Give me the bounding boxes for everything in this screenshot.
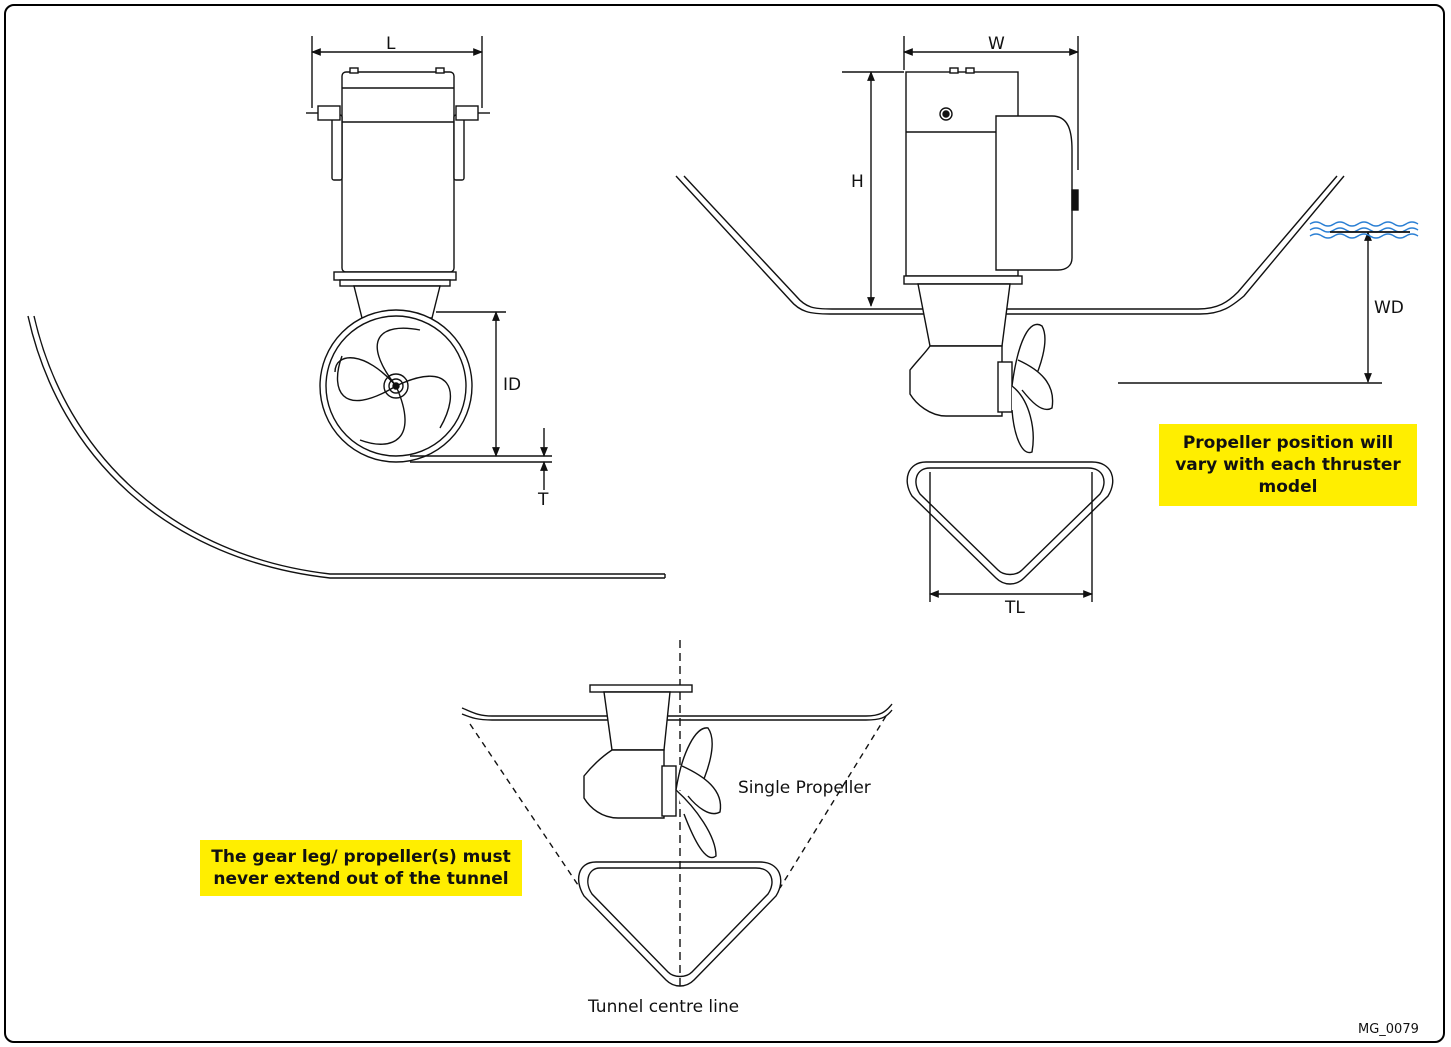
dimension-label-TL: TL (1005, 598, 1025, 618)
drawing-frame (4, 4, 1445, 1043)
dimension-label-WD: WD (1374, 298, 1404, 318)
hull-side (675, 175, 1345, 315)
dimension-label-L: L (386, 34, 396, 54)
tunnel-section (577, 861, 782, 987)
hull-curve-front (27, 315, 665, 579)
single-propeller-label: Single Propeller (738, 778, 871, 798)
dimension-label-W: W (988, 34, 1005, 54)
water-surface-icon (1309, 221, 1419, 239)
side-view (675, 36, 1382, 602)
propeller-position-note: Propeller position will vary with each t… (1159, 424, 1417, 506)
tunnel-view (461, 640, 893, 988)
drawing-code: MG_0079 (1358, 1022, 1419, 1037)
tunnel-side (906, 461, 1114, 585)
dimension-label-H: H (851, 172, 864, 192)
tunnel-centre-line-label: Tunnel centre line (588, 997, 740, 1017)
controller-box (995, 115, 1073, 271)
dimension-label-ID: ID (503, 375, 522, 395)
gear-leg-note: The gear leg/ propeller(s) must never ex… (200, 840, 522, 896)
front-view (27, 36, 666, 579)
motor-body-front (341, 71, 455, 273)
dimension-label-T: T (538, 490, 549, 510)
